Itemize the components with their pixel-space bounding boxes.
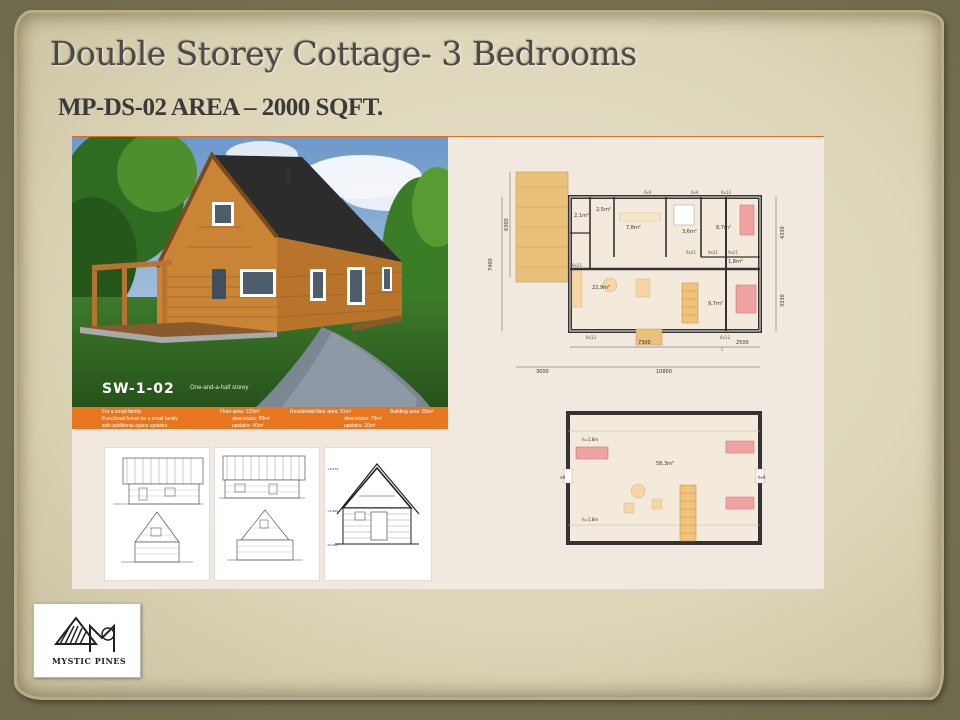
dimension: 3330: [780, 294, 786, 307]
window-label: 9x21: [708, 250, 718, 255]
desc-line: with additional space upstairs: [102, 423, 168, 429]
room-area: 2,5m²: [596, 207, 611, 213]
ground-floor-plan: 2,1m² 2,5m² 7,8m² 3,6m² 8,7m² 22,9m² 9,7…: [486, 167, 786, 397]
dimension: 10800: [656, 369, 672, 375]
cottage-render: [72, 137, 448, 429]
model-label: SW-1-02: [102, 381, 175, 397]
window-label: 6x12: [586, 335, 596, 340]
dimension: 6300: [504, 218, 510, 231]
logo-text: MYSTIC PINES: [52, 656, 127, 666]
window-label: 6x12: [720, 335, 730, 340]
dimension: 7400: [488, 258, 494, 271]
spec-sub: downstairs: 80m²: [232, 416, 271, 422]
svg-text:+6,070: +6,070: [327, 467, 338, 471]
svg-text:+2,800: +2,800: [327, 509, 338, 513]
room-area: 58,3m²: [656, 461, 674, 467]
room-area: 8,7m²: [716, 225, 731, 231]
window-label: 9x9: [758, 475, 766, 480]
spec-sub: upstairs: 26m²: [344, 423, 376, 429]
dimension: 4330: [780, 226, 786, 239]
upper-floor-plan: 58,3m² h=1,8m h=1,8m 9x9 9x9: [560, 407, 770, 549]
spec-band: [72, 407, 448, 429]
window-label: 6x9: [691, 190, 699, 195]
height-label: h=1,8m: [582, 437, 598, 442]
house-logo-icon: [53, 616, 115, 652]
section-drawing: +6,070 +2,800 ±0,000: [324, 447, 432, 581]
desc-line: Functional home for a small family: [102, 416, 178, 422]
model-sublabel: One-and-a-half storey: [190, 385, 249, 391]
window-label: 9x21: [728, 250, 738, 255]
elevation-rear-side: [214, 447, 320, 581]
room-area: 3,6m²: [682, 229, 697, 235]
room-area: 9,7m²: [708, 301, 723, 307]
room-area: 22,9m²: [592, 285, 610, 291]
dimension: 2500: [736, 340, 749, 346]
room-area: 2,1m²: [574, 213, 589, 219]
spec-sub: downstairs: 75m²: [344, 416, 383, 422]
window-label: 9x9: [560, 475, 566, 480]
spec-building-area: Building area: 80m²: [390, 409, 434, 415]
window-label: 6x9: [644, 190, 652, 195]
company-logo: MYSTIC PINES: [33, 603, 141, 678]
height-label: h=1,8m: [582, 517, 598, 522]
room-area: 1,8m²: [728, 259, 743, 265]
desc-line: For a small family: [102, 409, 142, 415]
slide-subtitle: MP-DS-02 AREA – 2000 SQFT.: [58, 94, 383, 121]
svg-text:±0,000: ±0,000: [327, 543, 338, 547]
spec-floor-area: Floor area: 120m²: [220, 409, 260, 415]
elevation-front-side: [104, 447, 210, 581]
spec-residential: Residential floor area: 91m²: [290, 409, 352, 415]
window-label: 9x21: [686, 250, 696, 255]
dimension: 3000: [536, 369, 549, 375]
spec-sub: upstairs: 40m²: [232, 423, 264, 429]
window-label: 9x21: [572, 263, 582, 268]
dimension: 7300: [638, 340, 651, 346]
brochure-image: SW-1-02 One-and-a-half storey For a smal…: [72, 136, 824, 589]
slide-title: Double Storey Cottage- 3 Bedrooms: [50, 34, 637, 73]
window-label: 6x12: [721, 190, 731, 195]
room-area: 7,8m²: [626, 225, 641, 231]
